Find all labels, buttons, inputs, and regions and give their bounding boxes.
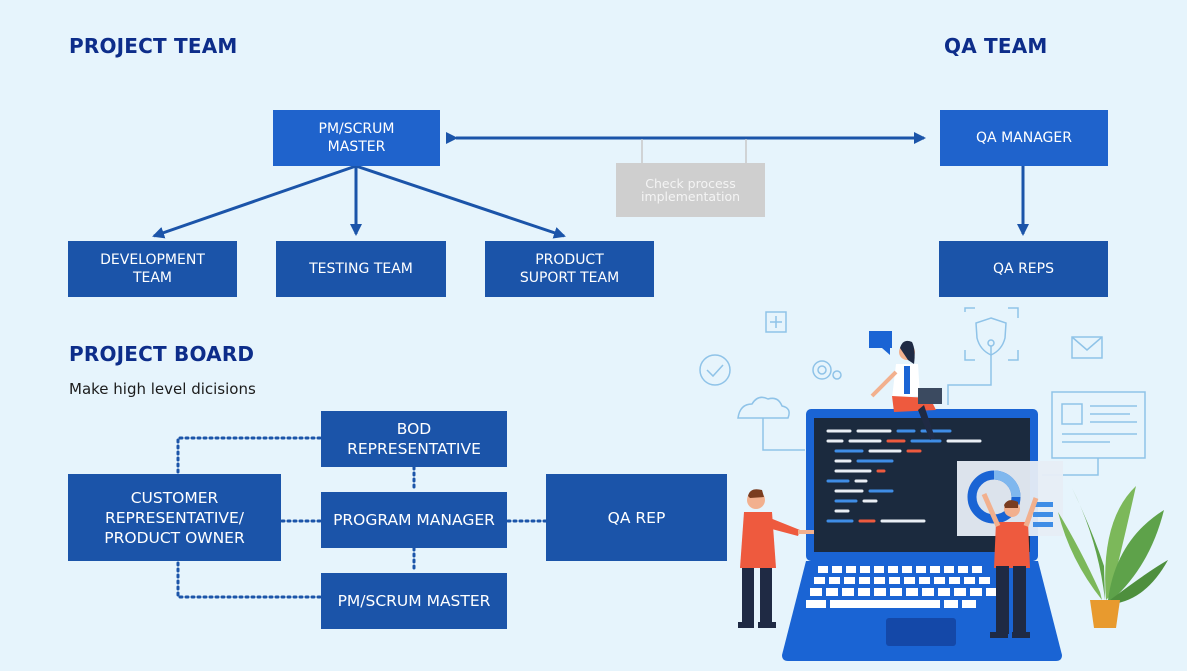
board-pm-scrum-master-box: PM/SCRUM MASTER	[321, 573, 507, 629]
program-manager-box: PROGRAM MANAGER	[321, 492, 507, 548]
testing-team-box: TESTING TEAM	[276, 241, 446, 297]
project-board-subtitle: Make high level dicisions	[69, 380, 256, 398]
gear-icon	[812, 360, 842, 380]
arrow-pm-to-development	[152, 164, 357, 239]
product-support-team-box: PRODUCT SUPORT TEAM	[485, 241, 654, 297]
project-team-heading: PROJECT TEAM	[69, 34, 238, 58]
dotted-customer-to-pm	[176, 561, 322, 599]
qa-team-heading: QA TEAM	[944, 34, 1048, 58]
dotted-customer-to-bod	[176, 436, 322, 474]
man-pointing-figure	[738, 489, 814, 628]
arrow-pm-to-support	[355, 164, 566, 239]
customer-representative-box: CUSTOMER REPRESENTATIVE/ PRODUCT OWNER	[68, 474, 281, 561]
pm-scrum-master-box: PM/SCRUM MASTER	[273, 110, 440, 166]
check-process-note: Check process implementation	[616, 163, 765, 217]
bod-representative-box: BOD REPRESENTATIVE	[321, 411, 507, 467]
woman-figure	[870, 340, 942, 440]
mail-icon	[1071, 336, 1103, 359]
qa-reps-box: QA REPS	[939, 241, 1108, 297]
cloud-icon	[737, 396, 805, 451]
development-team-box: DEVELOPMENT TEAM	[68, 241, 237, 297]
plus-icon	[765, 311, 787, 333]
qa-rep-box: QA REP	[546, 474, 727, 561]
man-with-chart-figure	[981, 492, 1039, 638]
document-icon	[1042, 391, 1146, 476]
check-icon	[699, 354, 731, 386]
chat-icon	[869, 331, 892, 355]
plant	[1058, 486, 1168, 628]
qa-manager-box: QA MANAGER	[940, 110, 1108, 166]
shield-icon	[947, 307, 1019, 405]
project-board-heading: PROJECT BOARD	[69, 342, 255, 366]
